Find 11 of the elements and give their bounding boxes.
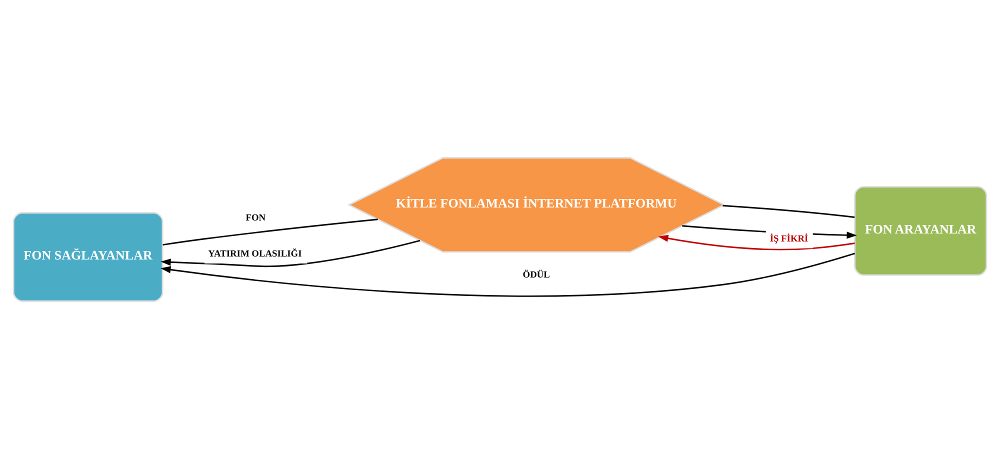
- node-box: FON SAĞLAYANLAR: [12, 212, 164, 302]
- connector: [722, 204, 855, 218]
- edge-label: İŞ FİKRİ: [770, 234, 808, 244]
- edge-label: FON: [246, 213, 266, 224]
- arrow: [160, 252, 856, 297]
- connector: [162, 218, 378, 246]
- arrow: [160, 240, 420, 268]
- edge-label: YATIRIM OLASILIĞI: [208, 250, 302, 260]
- node-box: FON ARAYANLAR: [854, 186, 988, 276]
- arrow: [658, 234, 855, 250]
- edge-label: ÖDÜL: [522, 270, 550, 281]
